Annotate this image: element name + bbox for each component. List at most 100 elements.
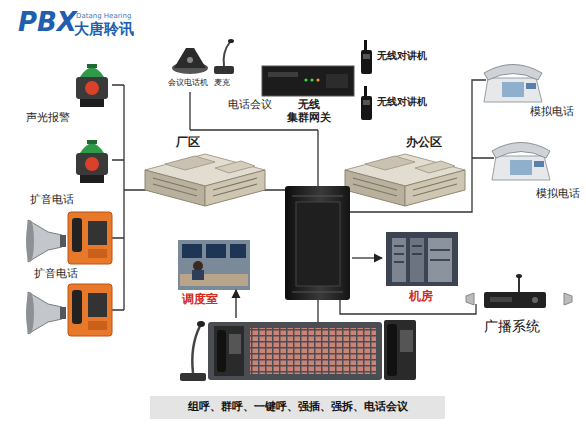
gateway-device [304,78,307,81]
office-building [345,154,465,206]
wire [352,257,382,258]
horn-speaker [26,292,66,334]
logo-text: Datang Hearing [76,12,131,20]
device-label: 模拟电话 [536,188,580,201]
machine-room-photo [392,238,406,282]
microphone [214,39,234,74]
server-rack [285,186,350,300]
device-label: 机房 [409,290,433,304]
device-label: 声光报警 [26,112,70,125]
dispatch-console [214,326,244,376]
device-node: 麦克 [212,40,234,76]
device-label: 扩音电话 [30,194,74,207]
broadcast-device [564,293,572,305]
dispatch-console [384,320,416,380]
server-rack [285,186,350,300]
walkie-talkie [361,96,372,120]
label-holder: 大唐聆讯 [0,0,60,17]
walkie-talkie [361,50,372,74]
server-rack [292,196,343,292]
dispatch-console [208,322,382,380]
broadcast-device [466,293,474,305]
loudspeaker-phone [68,284,112,336]
dispatch-room-photo [178,240,250,290]
dispatch-console [180,373,206,381]
walkie-talkie [363,54,370,59]
gateway-device [262,66,354,96]
wire [317,300,318,322]
device-node: 会议电话机 [172,46,208,74]
gateway-device [268,72,298,77]
device-node: 办公区 [345,148,465,206]
analog-phone [484,65,542,103]
device-node: 模拟电话 [492,134,548,182]
device-node: 机房 [386,232,458,286]
dispatch-room-photo [182,244,202,258]
function-caption: 组呼、群呼、一键呼、强插、强拆、电话会议 [150,396,445,419]
logo-text: 大唐聆讯 [74,21,134,38]
device-label: 会议电话机 [168,78,208,87]
wire [340,300,476,314]
gateway-device [326,74,348,88]
device-node: 广播系统 [466,290,578,310]
horn-speaker [26,220,66,262]
dispatch-room-photo [180,274,248,286]
broadcast-device [490,297,512,302]
device-label: 无线对讲机 [377,50,427,62]
device-label: 模拟电话 [530,106,574,119]
dispatch-console [229,334,241,354]
dispatch-room-photo [230,244,246,258]
loudspeaker-phone [68,212,112,264]
connector [235,290,236,318]
device-node: 模拟电话 [484,56,542,102]
device-label: 办公区 [406,136,442,150]
dispatch-console [387,324,397,376]
microphone [214,66,234,74]
dispatch-console [400,330,413,352]
gateway-device [262,66,354,96]
gateway-device [310,78,313,81]
walkie-talkie [361,40,372,120]
device-label: 广播系统 [484,318,540,334]
alarm-icon [76,140,108,183]
gateway-device [316,78,319,81]
machine-room-photo [386,232,458,286]
dispatch-console [192,326,200,373]
machine-room-photo [386,232,458,286]
device-node: 调度室 [178,240,250,290]
conference-phone [174,48,206,68]
device-label: 无线 集群网关 [285,99,332,124]
device-label: 麦克 [214,78,230,87]
device-label: 无线对讲机 [377,96,427,108]
conference-phone [172,48,208,74]
group-label: 电话会议 [228,99,272,112]
logo-text: PBX [18,8,77,38]
factory-building [145,154,265,206]
device-label: 厂区 [176,136,200,150]
device-node: 声光报警 [72,62,112,108]
alarm-icon [76,64,108,107]
device-node: 扩音电话 [72,138,112,184]
machine-room-photo [394,246,450,262]
device-node: 厂区 [145,148,265,208]
dispatch-console [217,330,226,372]
label-holder: 电话会议 [0,0,44,13]
broadcast-device [466,274,572,308]
dispatch-room-photo [178,240,250,290]
walkie-talkie [363,100,370,105]
broadcast-device [516,274,522,278]
label-holder: PBX [0,0,59,30]
dispatch-console [180,320,416,381]
device-node: 无线 集群网关 [262,66,354,96]
analog-phone [492,143,550,181]
device-label: 扩音电话 [34,268,78,281]
server-rack [296,202,340,286]
device-node: 无线对讲机 [360,40,374,76]
device-label: 调度室 [182,293,218,307]
machine-room-photo [410,238,424,282]
microphone [224,42,230,66]
broadcast-device [532,297,538,303]
walkie-talkie [364,86,367,97]
